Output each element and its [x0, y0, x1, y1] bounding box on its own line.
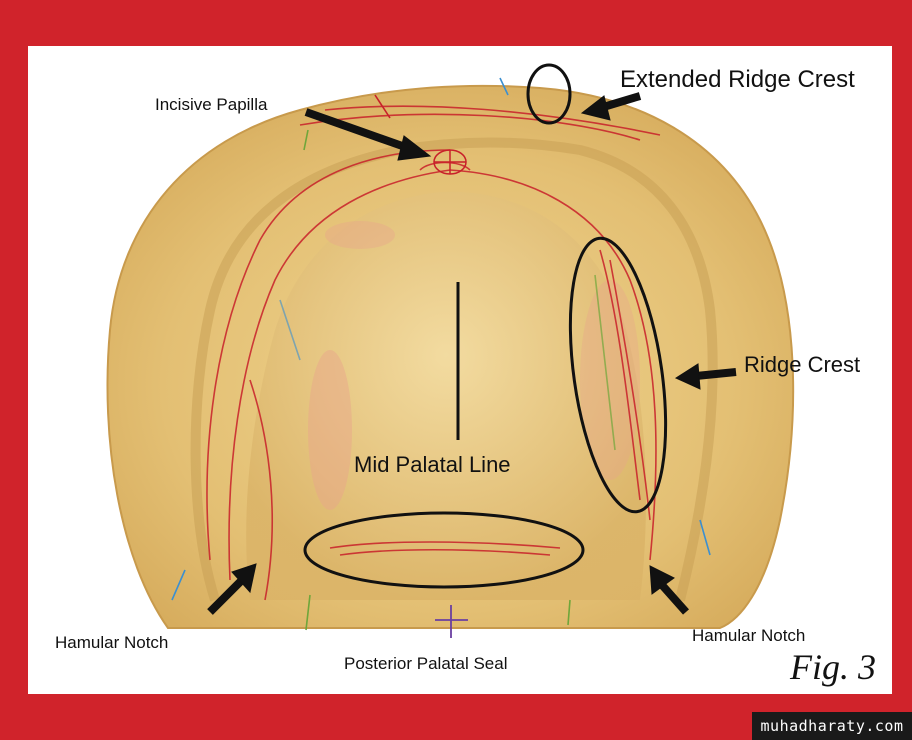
arrow-ridge-crest [674, 363, 701, 390]
ridge-crest-oval [568, 236, 668, 514]
arrow-hamular-notch-left [231, 563, 257, 594]
figure-caption: Fig. 3 [790, 647, 876, 687]
label-mid-palatal-line: Mid Palatal Line [354, 452, 511, 477]
label-hamular-notch-right: Hamular Notch [692, 626, 806, 645]
incisive-papilla-mark [433, 149, 467, 175]
extended-ridge-crest-oval [526, 63, 572, 125]
ridge-rim [190, 137, 718, 602]
label-ridge-crest: Ridge Crest [744, 352, 861, 377]
posterior-palatal-seal-oval [303, 511, 585, 589]
arrow-hamular-notch-right [649, 565, 675, 595]
purple-cross-mark [435, 605, 468, 638]
arrow-incisive-papilla [397, 135, 432, 161]
watermark-badge: muhadharaty.com [752, 712, 912, 740]
label-incisive-papilla: Incisive Papilla [155, 95, 268, 114]
palate-vault [246, 191, 646, 600]
label-extended-ridge-crest: Extended Ridge Crest [620, 66, 855, 93]
label-posterior-palatal-seal: Posterior Palatal Seal [344, 654, 508, 673]
label-hamular-notch-left: Hamular Notch [55, 633, 169, 652]
arrow-extended-ridge-crest [580, 95, 611, 121]
